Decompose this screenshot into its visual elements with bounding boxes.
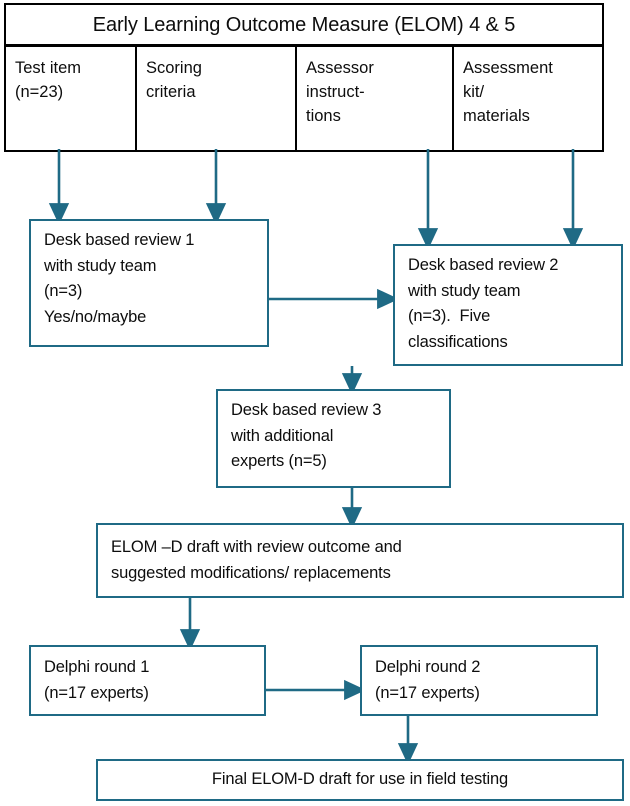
node-review3-line1: Desk based review 3 xyxy=(231,401,382,419)
node-delphi2-line1: Delphi round 2 xyxy=(375,658,481,676)
header-cell-assessment-kit-line2: kit/ xyxy=(463,83,485,101)
header-cell-assessment-kit-line3: materials xyxy=(463,107,530,125)
header-cell-assessor-instructions[interactable]: Assessor instruct- tions xyxy=(295,45,454,152)
node-review2-line1: Desk based review 2 xyxy=(408,256,559,274)
header-cell-assessor-instructions-line1: Assessor xyxy=(306,59,374,77)
node-review3-line3: experts (n=5) xyxy=(231,452,327,470)
node-elomd-line1: ELOM –D draft with review outcome and xyxy=(111,538,402,556)
node-review2-line4: classifications xyxy=(408,332,508,351)
node-elomd-line2: suggested modifications/ replacements xyxy=(111,563,391,582)
node-review2-line3: (n=3). Five xyxy=(408,307,491,325)
node-review3-line2: with additional xyxy=(231,426,334,445)
header-cell-assessment-kit[interactable]: Assessment kit/ materials xyxy=(452,45,604,152)
node-final-elom-d-draft[interactable]: Final ELOM-D draft for use in field test… xyxy=(96,759,624,801)
header-cell-scoring-criteria-line1: Scoring xyxy=(146,59,202,77)
header-cell-scoring-criteria-line2: criteria xyxy=(146,83,196,101)
node-review1-line3: (n=3) xyxy=(44,282,83,300)
header-cell-test-item-line2: (n=23) xyxy=(15,83,64,101)
node-delphi-round-1[interactable]: Delphi round 1 (n=17 experts) xyxy=(29,645,266,716)
node-review2-line2: with study team xyxy=(408,281,521,300)
header-cell-scoring-criteria[interactable]: Scoring criteria xyxy=(135,45,297,152)
header-cell-test-item-line1: Test item xyxy=(15,59,82,77)
node-review1-line1: Desk based review 1 xyxy=(44,231,195,249)
header-cell-assessment-kit-line1: Assessment xyxy=(463,59,553,77)
node-delphi2-line2: (n=17 experts) xyxy=(375,683,480,702)
node-elom-d-draft[interactable]: ELOM –D draft with review outcome and su… xyxy=(96,523,624,598)
header-cell-test-item[interactable]: Test item (n=23) xyxy=(4,45,137,152)
header-cell-assessor-instructions-line2: instruct- xyxy=(306,83,365,101)
node-desk-based-review-3[interactable]: Desk based review 3 with additional expe… xyxy=(216,389,451,488)
header-cell-row: Test item (n=23) Scoring criteria Assess… xyxy=(4,45,604,152)
node-delphi-round-2[interactable]: Delphi round 2 (n=17 experts) xyxy=(360,645,598,716)
node-final-line1: Final ELOM-D draft for use in field test… xyxy=(211,770,509,789)
node-desk-based-review-1[interactable]: Desk based review 1 with study team (n=3… xyxy=(29,219,269,347)
node-delphi1-line2: (n=17 experts) xyxy=(44,683,149,702)
header-cell-assessor-instructions-line3: tions xyxy=(306,107,341,125)
page-title: Early Learning Outcome Measure (ELOM) 4 … xyxy=(4,3,604,46)
node-review1-line2: with study team xyxy=(44,256,157,275)
node-review1-line4: Yes/no/maybe xyxy=(44,307,147,326)
header-group: Early Learning Outcome Measure (ELOM) 4 … xyxy=(4,3,604,152)
node-desk-based-review-2[interactable]: Desk based review 2 with study team (n=3… xyxy=(393,244,623,366)
node-delphi1-line1: Delphi round 1 xyxy=(44,658,150,676)
